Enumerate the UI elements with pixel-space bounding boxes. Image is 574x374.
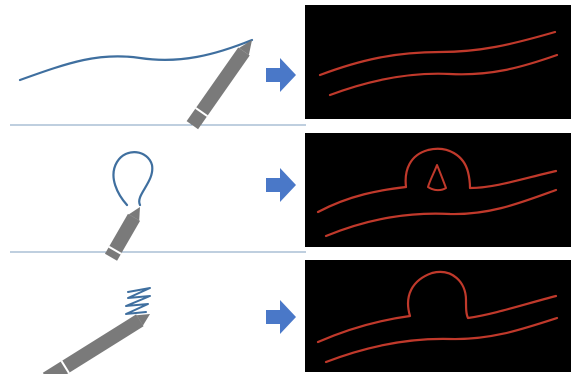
panel-row-2: [105, 133, 571, 261]
input-sketch: [43, 288, 154, 374]
output-background: [305, 5, 571, 119]
sketch-stroke-loop: [113, 152, 152, 205]
sketch-stroke-wave: [20, 40, 252, 80]
output-result: [305, 133, 571, 247]
right-arrow-icon: [266, 300, 296, 334]
input-sketch: [20, 36, 258, 129]
input-sketch: [105, 152, 152, 261]
panel-row-3: [43, 260, 571, 374]
sketch-stroke-zigzag: [126, 288, 150, 314]
right-arrow-icon: [266, 168, 296, 202]
output-result: [305, 260, 571, 372]
pencil-icon: [43, 308, 154, 374]
panel-row-1: [20, 5, 571, 129]
output-result: [305, 5, 571, 119]
right-arrow-icon: [266, 58, 296, 92]
